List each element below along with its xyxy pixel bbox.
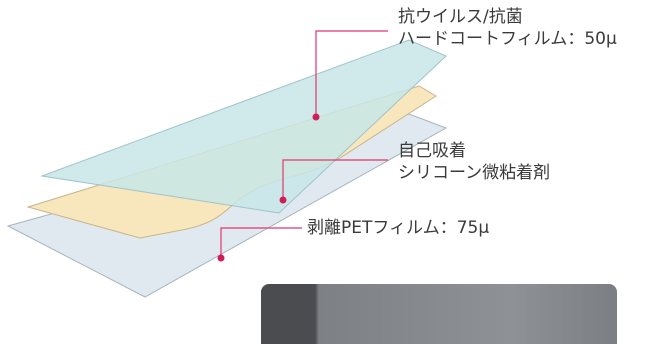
hard-coat-label-line-1: 抗ウイルス/抗菌 (398, 7, 523, 27)
release-film-label: 剥離PETフィルム：75μ (307, 217, 489, 239)
hard-coat-label-line-2: ハードコートフィルム：50μ (398, 29, 617, 49)
adhesive-leader-line (282, 159, 388, 200)
adhesive-label: 自己吸着 シリコーン微粘着剤 (398, 140, 550, 184)
hard-coat-film-layer (40, 39, 447, 214)
hard-coat-marker-dot (312, 113, 320, 121)
adhesive-marker-dot (279, 196, 287, 204)
adhesive-label-line-1: 自己吸着 (398, 141, 466, 161)
hard-coat-leader-line (315, 30, 388, 117)
hard-coat-label: 抗ウイルス/抗菌 ハードコートフィルム：50μ (398, 6, 617, 50)
release-film-leader-line (220, 227, 302, 258)
adhesive-label-line-2: シリコーン微粘着剤 (398, 163, 551, 183)
layer-diagram: 抗ウイルス/抗菌 ハードコートフィルム：50μ 自己吸着 シリコーン微粘着剤 剥… (6, 6, 617, 344)
release-film-marker-dot (217, 254, 225, 262)
device-photo-edge (261, 284, 617, 344)
film-stack-illustration (6, 30, 448, 298)
release-film-label-line-1: 剥離PETフィルム：75μ (307, 218, 490, 238)
